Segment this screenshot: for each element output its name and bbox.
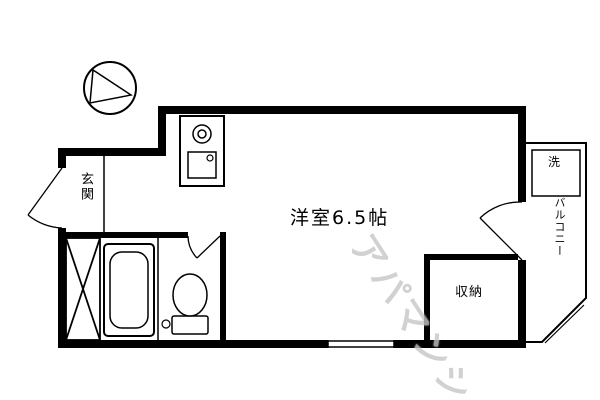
balcony-label: バルコニー <box>553 197 566 257</box>
closet-label: 収納 <box>455 285 484 300</box>
entrance-door-swing <box>27 167 63 229</box>
bathroom-door-swing <box>187 235 221 259</box>
window <box>327 339 395 349</box>
compass-icon <box>83 61 137 115</box>
toilet-icon <box>161 273 209 335</box>
shaft-x-box <box>65 237 101 341</box>
room-label: 洋室6.5帖 <box>290 207 390 229</box>
washer-box <box>531 149 581 197</box>
kitchen-unit <box>179 115 225 187</box>
balcony-door-swing <box>479 201 523 261</box>
entrance-label: 玄関 <box>78 172 93 202</box>
walls <box>58 106 526 348</box>
laundry-label: 洗 <box>548 155 561 169</box>
bathtub-icon <box>103 243 155 337</box>
closet-walls <box>424 254 518 340</box>
balcony-outline <box>526 142 587 344</box>
